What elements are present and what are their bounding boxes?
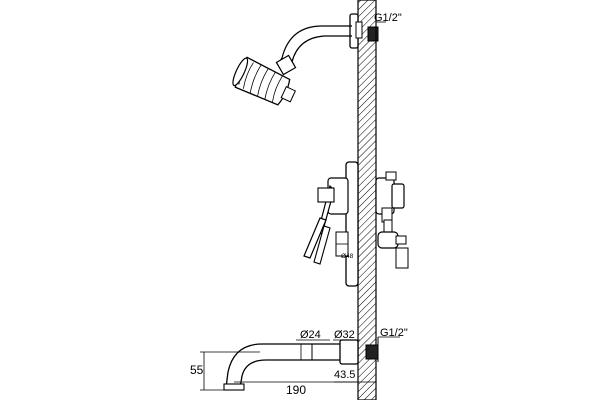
in-wall-valve [375,171,409,269]
top-thread-connection: G1/2" [367,12,402,44]
shower-arm-flange [349,13,363,49]
spout-base-diameter-label: Ø32 [334,329,355,341]
spout-depth-label: 43.5 [334,369,355,381]
mixer-body [327,161,359,287]
spout-length-label: 190 [286,383,306,397]
bath-spout [223,339,359,391]
mixer-lever-lower [303,217,331,265]
spout-diameter-label: Ø24 [300,329,321,341]
wall [357,0,377,401]
body-diameter-label: Ø48 [341,253,354,260]
spout-diameter-callouts: Ø24 Ø32 [296,329,360,360]
length-dimension: 190 [234,381,376,397]
bottom-thread-label: G1/2" [380,327,408,339]
top-thread-label: G1/2" [374,12,402,24]
height-dimension: 55 [190,351,260,391]
spout-height-label: 55 [190,363,204,377]
depth-dimension: 43.5 [334,369,358,383]
shower-head [232,56,297,106]
shower-arm [275,25,352,76]
bottom-thread-connection: G1/2" [365,327,408,362]
